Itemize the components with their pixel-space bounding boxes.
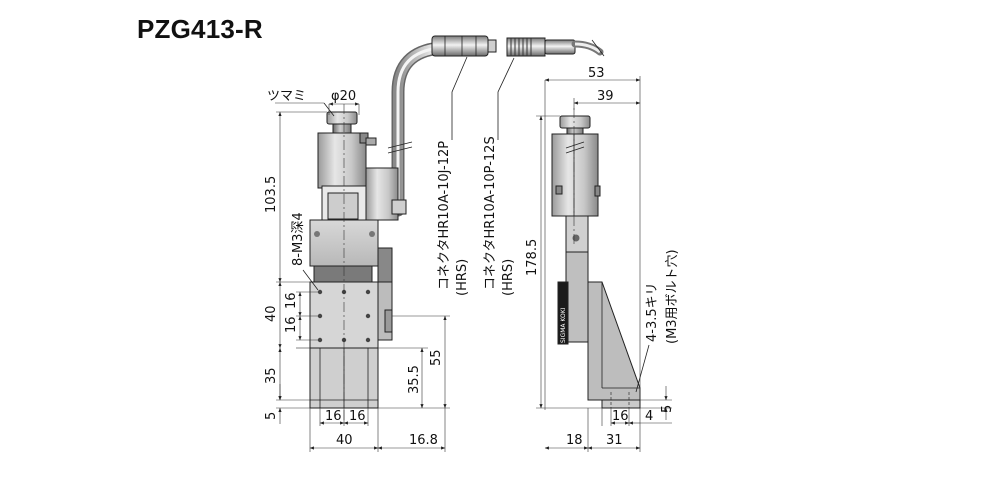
dim-18: 18 <box>566 433 583 448</box>
drawing-title: PZG413-R <box>137 14 263 44</box>
dim-55: 55 <box>429 349 444 366</box>
label-connector2: コネクタHR10A-10P-12S <box>483 136 498 290</box>
label-drill-note: (M3用ボルト穴) <box>665 249 680 344</box>
label-connector1: コネクタHR10A-10J-12P <box>437 141 452 290</box>
connector-receptacle <box>506 37 605 57</box>
dim-16-bottom-a: 16 <box>325 409 342 424</box>
dim-16-8: 16.8 <box>409 433 438 448</box>
label-phi20: φ20 <box>331 89 356 104</box>
dim-53: 53 <box>588 66 605 81</box>
angle-bracket <box>587 281 641 401</box>
dim-5-right: 5 <box>660 405 675 413</box>
dim-16-a: 16 <box>284 292 299 309</box>
dim-39: 39 <box>597 89 614 104</box>
annotations: ツマミ φ20 8-M3深4 103.5 40 16 16 35 5 16 16… <box>264 66 680 448</box>
dim-40-left: 40 <box>264 305 279 322</box>
label-connector1-maker: (HRS) <box>455 259 470 296</box>
side-view: SIGMA KOKI <box>536 76 672 452</box>
label-tap: 8-M3深4 <box>291 212 306 266</box>
label-drill: 4-3.5キリ <box>645 282 660 342</box>
dim-31: 31 <box>606 433 623 448</box>
dim-40-bottom: 40 <box>336 433 353 448</box>
dim-4-right: 4 <box>645 409 653 424</box>
label-connector2-maker: (HRS) <box>501 259 516 296</box>
connector-plug <box>431 35 497 57</box>
dim-5-left: 5 <box>264 412 279 420</box>
label-knob: ツマミ <box>267 89 306 104</box>
motor-body <box>317 132 367 189</box>
dim-16-bottom-b: 16 <box>349 409 366 424</box>
dim-103-5: 103.5 <box>264 176 279 213</box>
dim-178-5: 178.5 <box>525 239 540 276</box>
dim-16-b: 16 <box>284 316 299 333</box>
dim-35: 35 <box>264 367 279 384</box>
front-view <box>275 35 605 452</box>
side-logo-text: SIGMA KOKI <box>560 307 567 343</box>
knob <box>326 111 358 134</box>
dim-16-right: 16 <box>612 409 629 424</box>
dim-35-5: 35.5 <box>407 365 422 394</box>
